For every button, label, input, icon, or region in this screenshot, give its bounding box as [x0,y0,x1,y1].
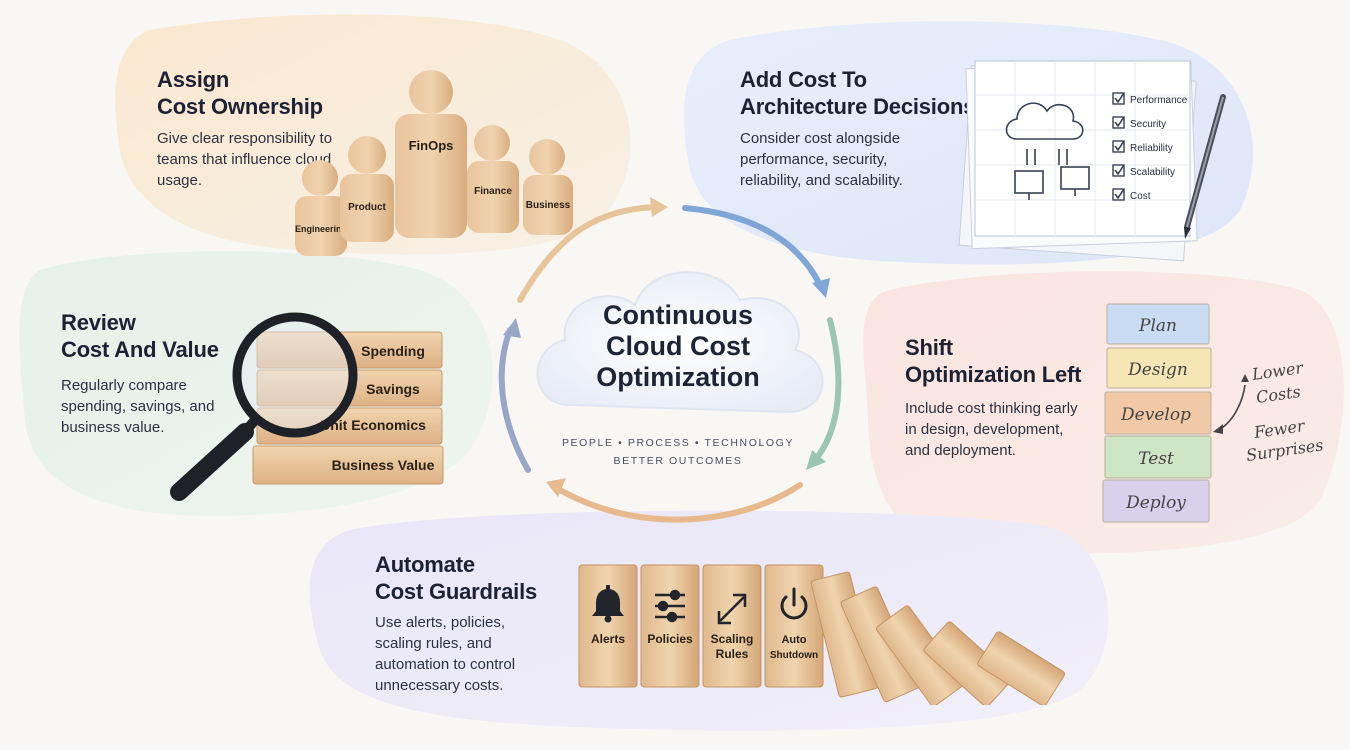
stage-block: Test [1104,435,1212,479]
sliders-icon [655,589,685,623]
block-label: Savings [366,381,420,397]
architecture-title-line: Add Cost To [740,67,867,92]
cycle-arc-right-top [682,205,823,288]
ownership-title-line: Cost Ownership [157,94,323,119]
automate-dominoes: Alerts Policies Scaling Rules Auto Shutd… [578,564,1066,705]
cycle-arrowhead-left [503,318,521,338]
block-label: Spending [361,343,425,359]
review-blocks: Spending Savings Unit Economics Business… [170,312,444,501]
figure-business: Business [523,139,573,235]
domino-label: Rules [716,647,749,661]
automate-title: Automate Cost Guardrails [375,551,537,605]
shift-title: Shift Optimization Left [905,334,1081,388]
center-title-line: Optimization [596,362,760,392]
ownership-title: Assign Cost Ownership [157,66,323,120]
architecture-title-line: Architecture Decisions [740,94,976,119]
cycle-arc-right-bottom [812,317,842,463]
architecture-checklist: Performance Security Reliability Scalabi… [1112,92,1188,202]
center-title: Continuous Cloud Cost Optimization [560,300,796,393]
pen-icon [1184,94,1226,239]
stage-block: Develop [1104,391,1212,435]
cloud-sketch-icon [1005,102,1090,200]
review-title-line: Review [61,310,136,335]
figure-label: Business [526,200,571,211]
automate-title-line: Automate [375,552,475,577]
domino-label: Scaling [711,632,754,646]
center-title-line: Cloud Cost [606,331,750,361]
checklist-item: Cost [1112,188,1151,202]
stage-label: Develop [1120,405,1191,425]
ownership-title-line: Assign [157,67,230,92]
center-tagline-2: BETTER OUTCOMES [613,455,743,467]
shift-description: Include cost thinking early in design, d… [905,400,1078,459]
checklist-label: Security [1130,119,1166,130]
review-description: Regularly compare spending, savings, and… [61,377,215,436]
review-title: Review Cost And Value [61,309,219,363]
domino-label: Shutdown [770,650,818,661]
checklist-label: Cost [1130,191,1151,202]
domino-label: Alerts [591,632,625,646]
cycle-arc-bottom [557,482,803,523]
figure-label: Product [348,202,386,213]
shift-title-line: Optimization Left [905,362,1082,387]
stage-block: Plan [1106,303,1210,345]
cycle-arrowhead-right-top [812,278,830,298]
figure-label: Finance [474,186,512,197]
cycle-arrowhead-top [650,197,668,217]
figure-product: Product [340,136,394,242]
architecture-title: Add Cost To Architecture Decisions [740,66,975,120]
automate-description: Use alerts, policies, scaling rules, and… [375,614,516,694]
power-icon [780,587,808,620]
checklist-label: Reliability [1130,143,1173,154]
architecture-blueprint: Performance Security Reliability Scalabi… [958,60,1226,262]
domino-scaling-rules: Scaling Rules [702,564,762,688]
figure-label: Engineering [295,224,347,234]
checklist-label: Scalability [1130,167,1175,178]
checklist-item: Security [1112,116,1166,130]
ownership-figures: Engineering Product FinOps Finance Busin… [295,70,573,256]
value-block: Business Value [252,445,444,485]
cycle-arc-top [517,204,658,303]
figure-label: FinOps [409,138,454,153]
ownership-description: Give clear responsibility to teams that … [157,130,333,189]
bell-icon [592,585,624,623]
figure-finance: Finance [467,125,519,233]
architecture-description: Consider cost alongside performance, sec… [740,130,903,189]
figure-finops: FinOps [395,70,467,238]
checklist-label: Performance [1130,95,1188,106]
cycle-arc-left [498,327,531,473]
figure-engineering: Engineering [295,160,347,256]
stage-label: Test [1138,449,1174,469]
shift-blob [863,271,1344,554]
curved-arrow-icon [1218,384,1246,431]
domino-alerts: Alerts [578,564,638,688]
block-label: Business Value [332,457,435,473]
stage-label: Plan [1138,316,1177,336]
stage-block: Deploy [1102,479,1210,523]
checklist-item: Reliability [1112,140,1173,154]
center-tagline-1: PEOPLE • PROCESS • TECHNOLOGY [561,437,795,449]
stage-block: Design [1106,347,1212,389]
block-label: Unit Economics [320,417,426,433]
domino-label: Policies [647,632,693,646]
expand-arrows-icon [717,593,747,625]
shift-title-line: Shift [905,335,953,360]
domino-label: Auto [781,634,806,646]
checklist-item: Performance [1112,92,1188,106]
domino-policies: Policies [640,564,700,688]
note-lower: Lower [1250,358,1306,384]
review-title-line: Cost And Value [61,337,219,362]
center-cloud [536,271,824,414]
automate-title-line: Cost Guardrails [375,579,538,604]
falling-dominoes [810,571,1066,705]
cycle-arrowhead-bottom [546,478,566,497]
magnifying-glass-icon [170,312,358,501]
note-costs: Costs [1255,382,1302,407]
checklist-item: Scalability [1112,164,1175,178]
stage-label: Design [1127,360,1188,380]
cycle-arrowhead-right-bottom [806,450,826,470]
shift-stack: Plan Design Develop Test Deploy Lower Co… [1102,303,1325,523]
stage-label: Deploy [1125,493,1186,513]
center-title-line: Continuous [603,300,753,330]
